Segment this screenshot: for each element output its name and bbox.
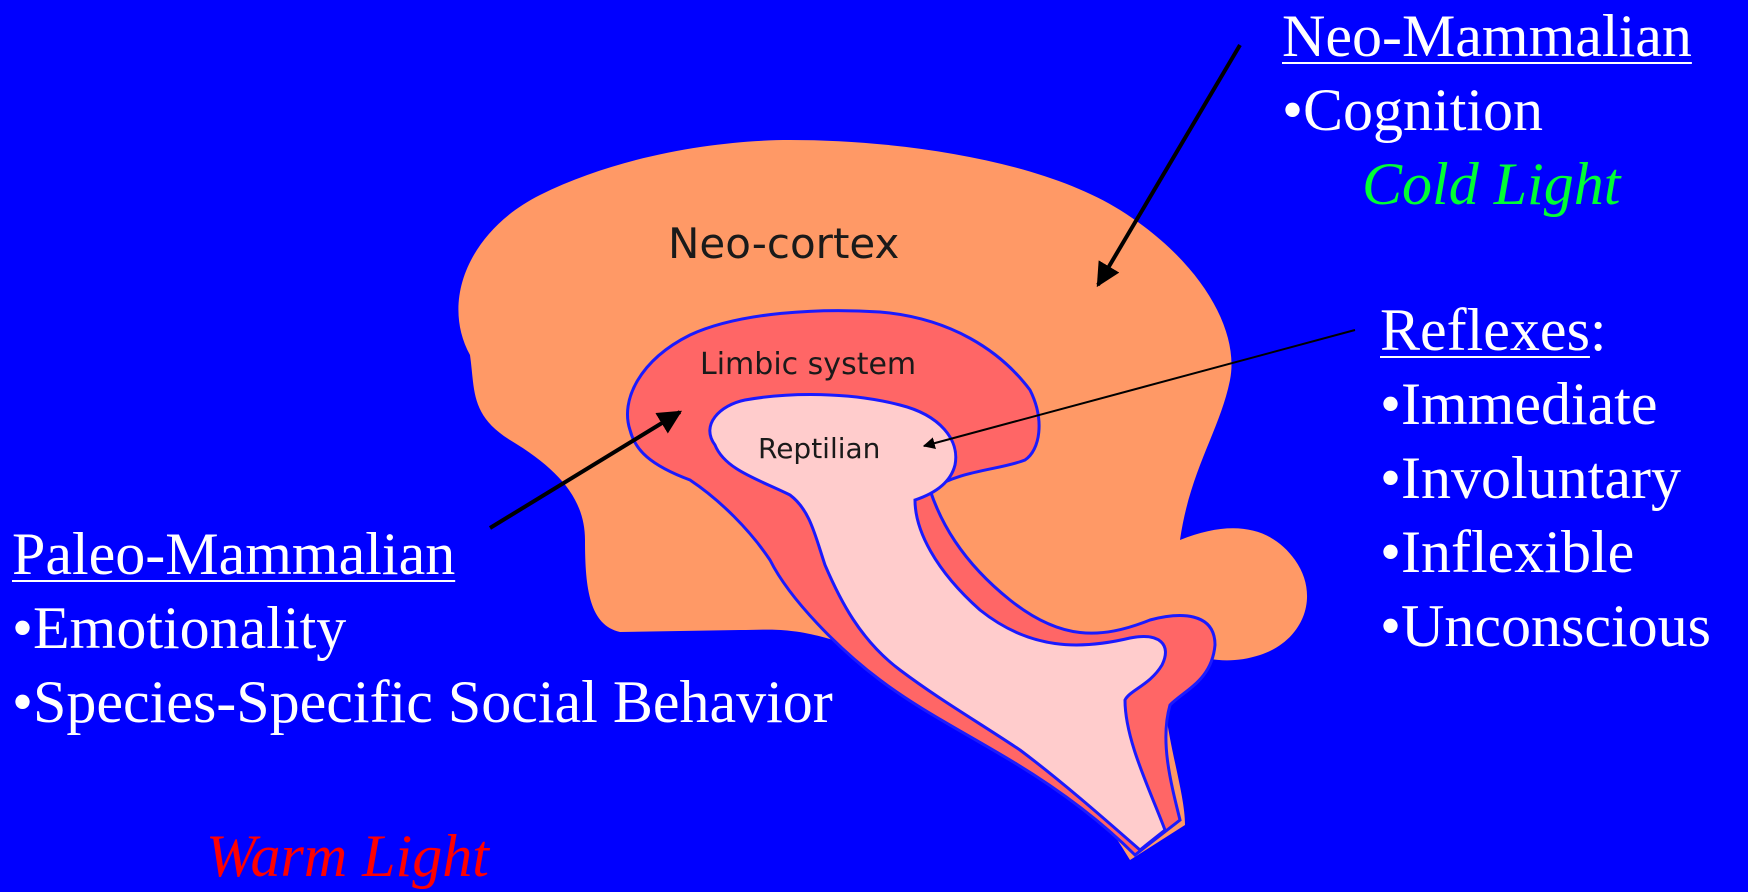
cold-light-label: Cold Light xyxy=(1362,154,1620,214)
reflexes-colon: : xyxy=(1590,297,1607,363)
reflexes-heading-row: Reflexes: xyxy=(1380,300,1607,360)
reflexes-item: •Unconscious xyxy=(1380,596,1711,656)
paleo-mammalian-item: •Species-Specific Social Behavior xyxy=(12,672,833,732)
paleo-mammalian-item: •Emotionality xyxy=(12,598,346,658)
reflexes-item: •Involuntary xyxy=(1380,448,1681,508)
neo-mammalian-heading: Neo-Mammalian xyxy=(1282,6,1692,66)
reflexes-heading: Reflexes xyxy=(1380,297,1590,363)
reptilian-label: Reptilian xyxy=(758,432,880,465)
neocortex-label: Neo-cortex xyxy=(668,219,899,268)
paleo-mammalian-heading: Paleo-Mammalian xyxy=(12,524,455,584)
warm-light-label: Warm Light xyxy=(206,826,489,886)
reflexes-item: •Inflexible xyxy=(1380,522,1634,582)
reflexes-item: •Immediate xyxy=(1380,374,1658,434)
neo-mammalian-item: •Cognition xyxy=(1282,80,1543,140)
limbic-system-label: Limbic system xyxy=(700,347,916,382)
